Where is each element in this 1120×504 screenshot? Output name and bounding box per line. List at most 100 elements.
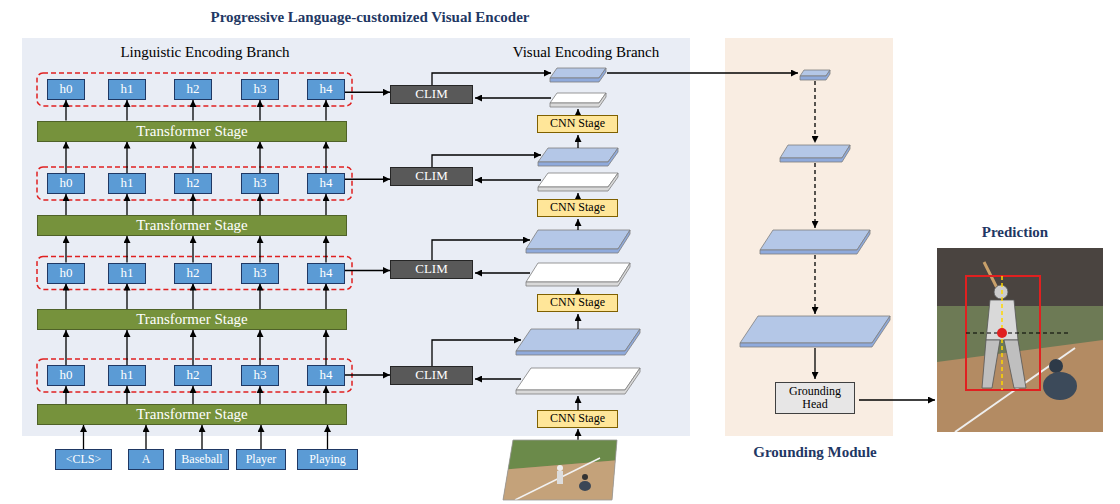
flow-connector [192,142,193,174]
flow-connector [260,425,261,449]
hidden-state-box: h1 [108,365,146,386]
node-text: CLIM [415,87,448,101]
clim-output-arrow [432,240,530,260]
clim-input-arrow [475,272,530,273]
node-text: CNN Stage [550,296,605,309]
feature-map [538,148,618,166]
token-group-outline [37,257,352,290]
flow-connector [65,330,66,365]
node-text: Grounding Head [776,385,854,411]
hidden-state-box: h2 [174,365,212,386]
feature-map [516,368,640,390]
flow-connector [345,179,390,180]
token-box: Player [236,449,286,470]
node-text: CNN Stage [550,412,605,425]
section-label: Visual Encoding Branch [513,44,660,61]
image-ground [500,438,620,502]
image-dirt [500,460,620,502]
flow-connector [325,142,326,174]
feature-map [550,68,606,82]
input-image [500,438,620,502]
image-batter [1004,340,1026,388]
node-text: h3 [254,176,267,190]
hidden-state-box: h3 [241,79,279,100]
flow-connector [192,236,193,263]
flow-connector [192,284,193,310]
flow-connector [327,425,328,449]
node-text: h0 [60,368,73,382]
node-text: <CLS> [66,453,102,466]
feature-map [550,68,606,78]
clim-input-arrow [475,179,541,180]
prediction-image [937,248,1103,432]
node-text: h1 [121,82,134,96]
feature-map [516,329,640,355]
node-text: Transformer Stage [136,217,248,234]
node-text: CNN Stage [550,117,605,130]
feature-map [538,173,618,187]
hidden-state-box: h3 [241,365,279,386]
flow-arrow [577,429,578,441]
hidden-state-box: h0 [47,263,85,284]
feature-map [526,230,630,249]
feature-map [526,263,630,286]
flow-arrow [607,72,798,73]
hidden-state-box: h4 [307,173,345,194]
image-dirt [937,340,1103,432]
clim-input-arrow [475,97,551,98]
transformer-stage: Transformer Stage [37,215,347,236]
encoder-panel [22,38,690,436]
image-player [557,465,563,471]
node-text: Player [246,453,277,466]
feature-map [740,316,890,343]
flow-connector [259,284,260,310]
flow-connector [126,142,127,174]
node-text: h3 [254,82,267,96]
flow-connector [126,236,127,263]
feature-map [760,230,870,254]
image-catcher [579,481,591,491]
section-label: Grounding Module [753,444,877,461]
image-catcher [582,474,588,480]
node-text: h0 [60,266,73,280]
node-text: h3 [254,368,267,382]
flow-connector [259,386,260,404]
flow-connector [126,330,127,365]
node-text: CLIM [415,262,448,276]
image-chalk [515,458,600,500]
clim-output-arrow [432,73,551,85]
node-text: h3 [254,266,267,280]
section-label: Prediction [982,224,1048,241]
node-text: Transformer Stage [136,311,248,328]
image-field [937,248,1103,432]
flow-connector [325,236,326,263]
flow-connector [192,386,193,404]
node-text: h2 [187,368,200,382]
flow-connector [145,425,146,449]
node-text: CLIM [415,368,448,382]
image-catcher [1049,359,1063,373]
hidden-state-box: h2 [174,263,212,284]
flow-arrow [577,396,578,410]
node-text: h2 [187,176,200,190]
flow-connector [192,100,193,121]
feature-map [760,230,870,250]
flow-connector [325,330,326,365]
token-box: Baseball [175,449,229,470]
flow-connector [325,100,326,121]
hidden-state-box: h0 [47,79,85,100]
prediction-box [966,276,1040,390]
node-text: h4 [320,82,333,96]
node-text: Transformer Stage [136,123,248,140]
grounding-head: Grounding Head [775,382,855,414]
node-text: Playing [309,453,346,466]
node-text: h4 [320,176,333,190]
flow-arrow [577,135,578,148]
hidden-state-box: h4 [307,365,345,386]
clim-module: CLIM [390,366,473,385]
flow-connector [192,194,193,215]
